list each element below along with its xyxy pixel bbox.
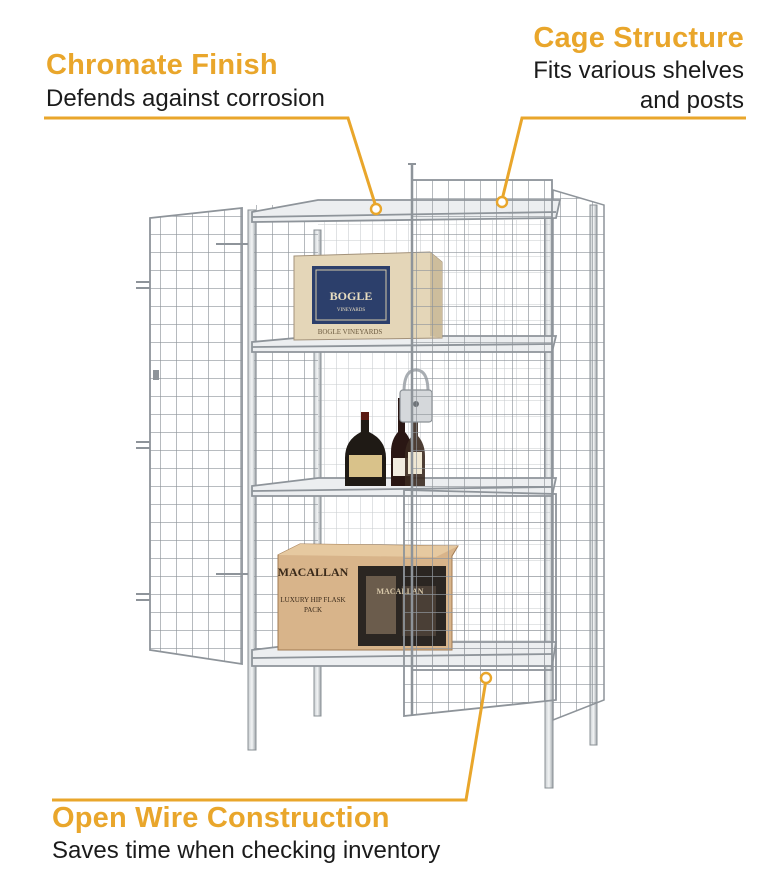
macallan-brand: MACALLAN bbox=[278, 565, 349, 579]
bogle-brand: BOGLE bbox=[330, 289, 373, 303]
cage-structure-description-line1: Fits various shelves bbox=[533, 57, 744, 84]
callout-dots bbox=[369, 195, 509, 685]
macallan-line1: LUXURY HIP FLASK bbox=[280, 596, 345, 604]
chromate-finish-title: Chromate Finish bbox=[46, 49, 278, 81]
macallan-line2: PACK bbox=[304, 606, 322, 614]
open-wire-description: Saves time when checking inventory bbox=[52, 837, 441, 864]
bogle-footer: BOGLE VINEYARDS bbox=[318, 328, 383, 336]
right-side-panel bbox=[552, 188, 605, 722]
callout-lines bbox=[44, 116, 746, 802]
left-door[interactable] bbox=[136, 206, 248, 666]
front-door[interactable] bbox=[403, 163, 557, 717]
cage-structure-description-line2: and posts bbox=[639, 87, 744, 114]
bogle-sub: VINEYARDS bbox=[337, 308, 366, 313]
open-wire-title: Open Wire Construction bbox=[52, 802, 390, 834]
chromate-finish-description: Defends against corrosion bbox=[46, 85, 325, 112]
cage-structure-title: Cage Structure bbox=[533, 22, 744, 54]
macallan-side: MACALLAN bbox=[376, 587, 423, 596]
